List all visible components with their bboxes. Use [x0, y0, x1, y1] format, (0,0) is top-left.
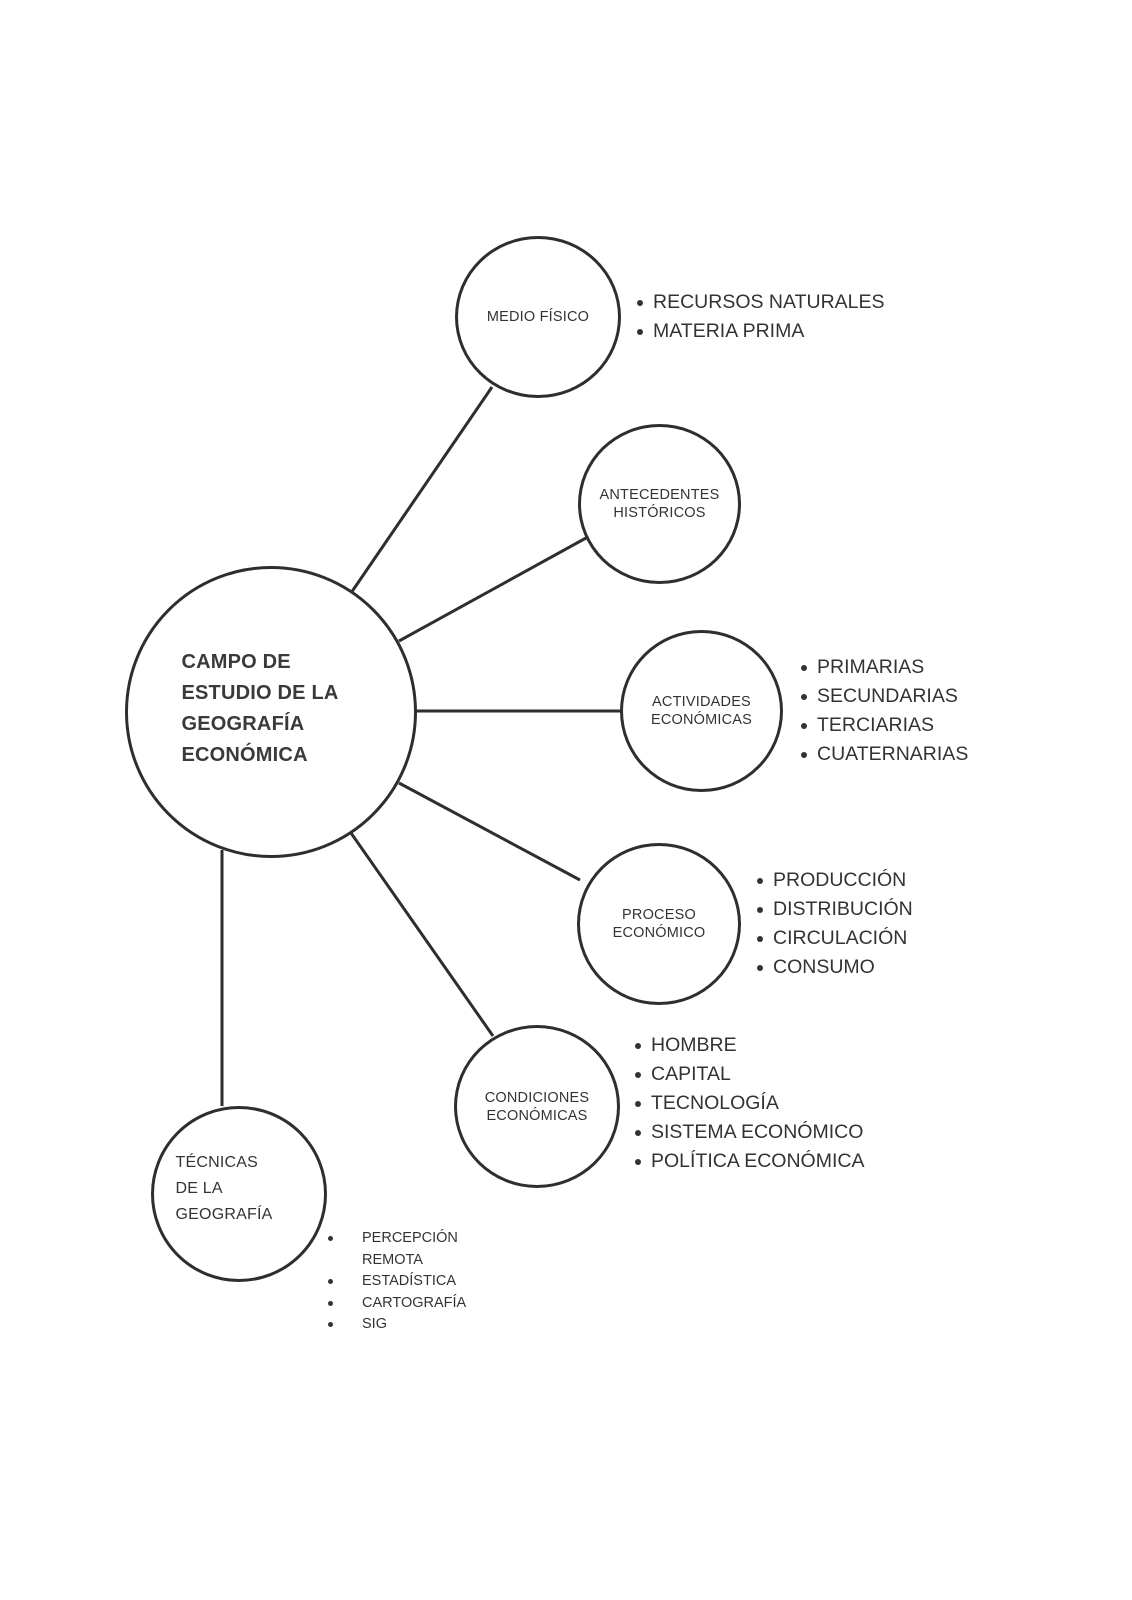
list-item: HOMBRE [635, 1031, 864, 1060]
list-item: PRODUCCIÓN [757, 866, 913, 895]
node-actividades-label: ACTIVIDADES ECONÓMICAS [650, 694, 753, 728]
list-item: DISTRIBUCIÓN [757, 895, 913, 924]
node-condiciones-label: CONDICIONES ECONÓMICAS [484, 1089, 590, 1124]
node-antecedentes: ANTECEDENTES HISTÓRICOS [578, 424, 741, 584]
list-item: SIG [328, 1314, 466, 1336]
list-condiciones: HOMBRE CAPITAL TECNOLOGÍA SISTEMA ECONÓM… [635, 1031, 864, 1176]
central-node: CAMPO DE ESTUDIO DE LA GEOGRAFÍA ECONÓMI… [125, 566, 417, 858]
list-proceso: PRODUCCIÓN DISTRIBUCIÓN CIRCULACIÓN CONS… [757, 866, 913, 982]
connector-proceso [398, 781, 581, 882]
connector-condiciones [349, 832, 495, 1037]
list-item: MATERIA PRIMA [637, 317, 885, 346]
list-item: PERCEPCIÓN [328, 1228, 466, 1250]
list-item: TECNOLOGÍA [635, 1089, 864, 1118]
list-item: CIRCULACIÓN [757, 924, 913, 953]
node-medio-fisico: MEDIO FÍSICO [455, 236, 621, 398]
list-item: SISTEMA ECONÓMICO [635, 1118, 864, 1147]
node-tecnicas-label: TÉCNICAS DE LA GEOGRAFÍA [175, 1154, 273, 1223]
list-item: RECURSOS NATURALES [637, 288, 885, 317]
list-item: POLÍTICA ECONÓMICA [635, 1147, 864, 1176]
node-proceso-label: PROCESO ECONÓMICO [612, 907, 706, 941]
list-item: SECUNDARIAS [801, 682, 968, 711]
list-item: CARTOGRAFÍA [328, 1293, 466, 1315]
list-tecnicas: PERCEPCIÓN REMOTA ESTADÍSTICA CARTOGRAFÍ… [328, 1228, 466, 1336]
list-item: CONSUMO [757, 953, 913, 982]
list-item: CAPITAL [635, 1060, 864, 1089]
node-proceso: PROCESO ECONÓMICO [577, 843, 741, 1005]
list-medio-fisico: RECURSOS NATURALES MATERIA PRIMA [637, 288, 885, 346]
connector-medio-fisico [349, 386, 494, 594]
node-tecnicas: TÉCNICAS DE LA GEOGRAFÍA [151, 1106, 327, 1282]
central-node-label: CAMPO DE ESTUDIO DE LA GEOGRAFÍA ECONÓMI… [181, 651, 339, 766]
node-actividades: ACTIVIDADES ECONÓMICAS [620, 630, 783, 792]
list-item: REMOTA [362, 1251, 423, 1268]
list-item: PRIMARIAS [801, 653, 968, 682]
connector-antecedentes [398, 536, 587, 643]
list-item: TERCIARIAS [801, 711, 968, 740]
node-condiciones: CONDICIONES ECONÓMICAS [454, 1025, 620, 1188]
list-item: CUATERNARIAS [801, 740, 968, 769]
list-item: ESTADÍSTICA [328, 1271, 466, 1293]
node-medio-fisico-label: MEDIO FÍSICO [486, 309, 590, 325]
node-antecedentes-label: ANTECEDENTES HISTÓRICOS [599, 487, 720, 521]
list-actividades: PRIMARIAS SECUNDARIAS TERCIARIAS CUATERN… [801, 653, 968, 769]
